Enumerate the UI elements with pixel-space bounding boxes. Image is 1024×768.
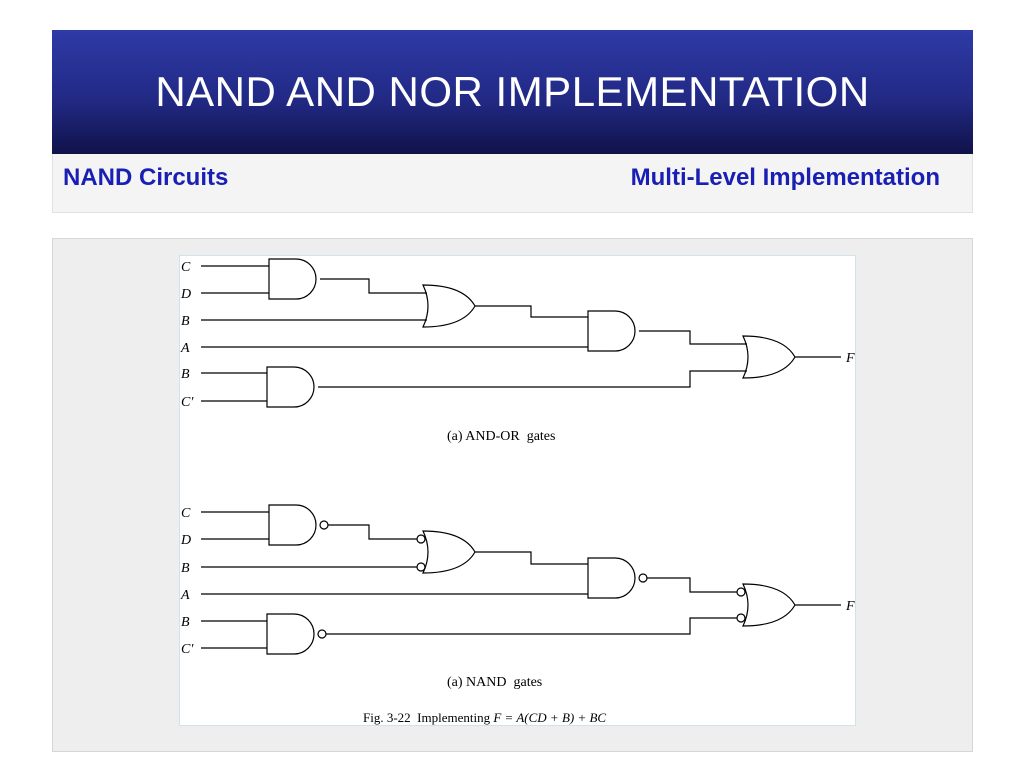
figure-caption-equation: F = A(CD + B) + BC	[492, 710, 606, 725]
figure-box: C D B A B C′ F (a) AND-OR gates C D B A …	[179, 255, 856, 726]
top-input-label-5: B	[181, 367, 190, 382]
and-or-diagram	[201, 258, 841, 408]
nand-gate-1	[268, 504, 317, 546]
bottom-output-label: F	[845, 599, 855, 614]
bottom-caption: (a) NAND gates	[447, 675, 542, 690]
or-gate-1	[422, 284, 476, 328]
top-output-label: F	[845, 351, 855, 366]
top-input-label-1: C	[181, 260, 191, 275]
or-gate-2-bubble-a	[736, 587, 746, 597]
bottom-input-label-5: B	[181, 615, 190, 630]
nand-gate-2	[587, 557, 636, 599]
top-caption: (a) AND-OR gates	[447, 429, 555, 444]
or-gate-2-bubble-b	[736, 613, 746, 623]
or-gate-1-bubble-a	[416, 534, 426, 544]
nand-gate-2-bubble	[638, 573, 648, 583]
bottom-input-label-1: C	[181, 506, 191, 521]
bottom-input-label-2: D	[180, 533, 191, 548]
title-bar: NAND AND NOR IMPLEMENTATION	[52, 30, 973, 154]
and-gate-1	[268, 258, 317, 300]
nand-or-gate-2	[742, 583, 796, 627]
nand-gate-1-bubble	[319, 520, 329, 530]
top-input-label-2: D	[180, 287, 191, 302]
figure-caption-prefix: Fig. 3-22 Implementing	[363, 710, 493, 725]
nand-gate-3-bubble	[317, 629, 327, 639]
figure-caption: Fig. 3-22 Implementing F = A(CD + B) + B…	[363, 710, 606, 725]
top-input-label-4: A	[180, 341, 190, 356]
top-input-label-3: B	[181, 314, 190, 329]
bottom-input-label-4: A	[180, 588, 190, 603]
nand-or-gate-1	[422, 530, 476, 574]
top-input-label-6: C′	[181, 395, 194, 410]
and-gate-2	[587, 310, 636, 352]
nand-diagram	[201, 504, 841, 655]
slide-title: NAND AND NOR IMPLEMENTATION	[155, 68, 870, 115]
bottom-input-label-6: C′	[181, 642, 194, 657]
bottom-input-label-3: B	[181, 561, 190, 576]
subtitle-bar: NAND Circuits Multi-Level Implementation	[52, 154, 973, 213]
and-gate-3	[266, 366, 315, 408]
nand-gate-3	[266, 613, 315, 655]
subtitle-right: Multi-Level Implementation	[630, 164, 940, 191]
or-gate-2	[742, 335, 796, 379]
circuit-figure: C D B A B C′ F (a) AND-OR gates C D B A …	[180, 258, 855, 725]
subtitle-left: NAND Circuits	[63, 164, 229, 191]
